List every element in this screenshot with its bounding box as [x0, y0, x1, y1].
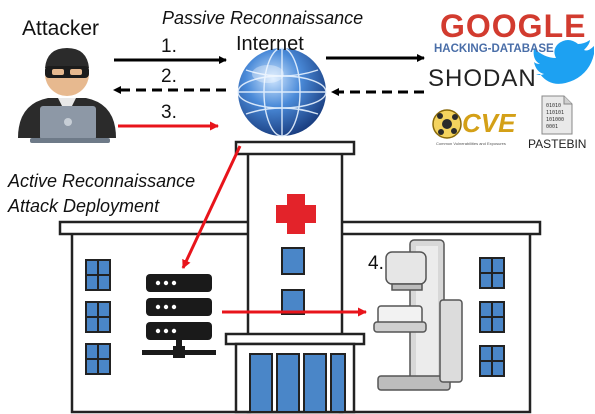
- pastebin-bits-3: 101000: [546, 117, 565, 123]
- attack-deployment-label: Attack Deployment: [8, 196, 160, 216]
- step-3-label: 3.: [161, 102, 177, 123]
- arrows: [113, 54, 425, 317]
- pastebin-bits-1: 01010: [546, 103, 562, 109]
- twitter-bird-icon: [533, 40, 594, 84]
- arrow-internet-to-server: [181, 145, 242, 269]
- server-rack-icon: [142, 274, 216, 358]
- shodan-logo-text: SHODAN: [428, 65, 537, 92]
- cve-logo-icon: [432, 109, 462, 139]
- passive-reconnaissance-label: Passive Reconnaissance: [162, 8, 364, 28]
- attacker-label: Attacker: [22, 17, 100, 40]
- internet-label: Internet: [236, 33, 304, 55]
- right-wing-windows: [479, 257, 505, 377]
- step-2-label: 2.: [161, 66, 177, 87]
- step-4-label: 4.: [368, 253, 384, 274]
- pastebin-label: PASTEBIN: [528, 137, 587, 151]
- cve-logo-text: CVE: [462, 108, 516, 138]
- hacker-laptop-icon: [18, 48, 116, 143]
- pastebin-document-icon: [541, 95, 573, 135]
- entrance-doors: [249, 353, 346, 413]
- step-1-label: 1.: [161, 36, 177, 57]
- globe-icon: [237, 47, 327, 137]
- pastebin-bits-4: 0001: [546, 124, 559, 130]
- cve-subtitle-text: Common Vulnerabilities and Exposures: [436, 141, 506, 146]
- google-logo-text: GOOGLE: [440, 8, 587, 44]
- left-wing-windows: [85, 259, 111, 375]
- hacking-database-text: HACKING-DATABASE: [434, 43, 554, 55]
- red-cross-icon: [276, 194, 316, 234]
- pastebin-bits-2: 110101: [546, 110, 565, 116]
- active-reconnaissance-label: Active Reconnaissance: [8, 171, 196, 191]
- tower-windows: [281, 247, 305, 315]
- mammography-machine-icon: [373, 239, 463, 391]
